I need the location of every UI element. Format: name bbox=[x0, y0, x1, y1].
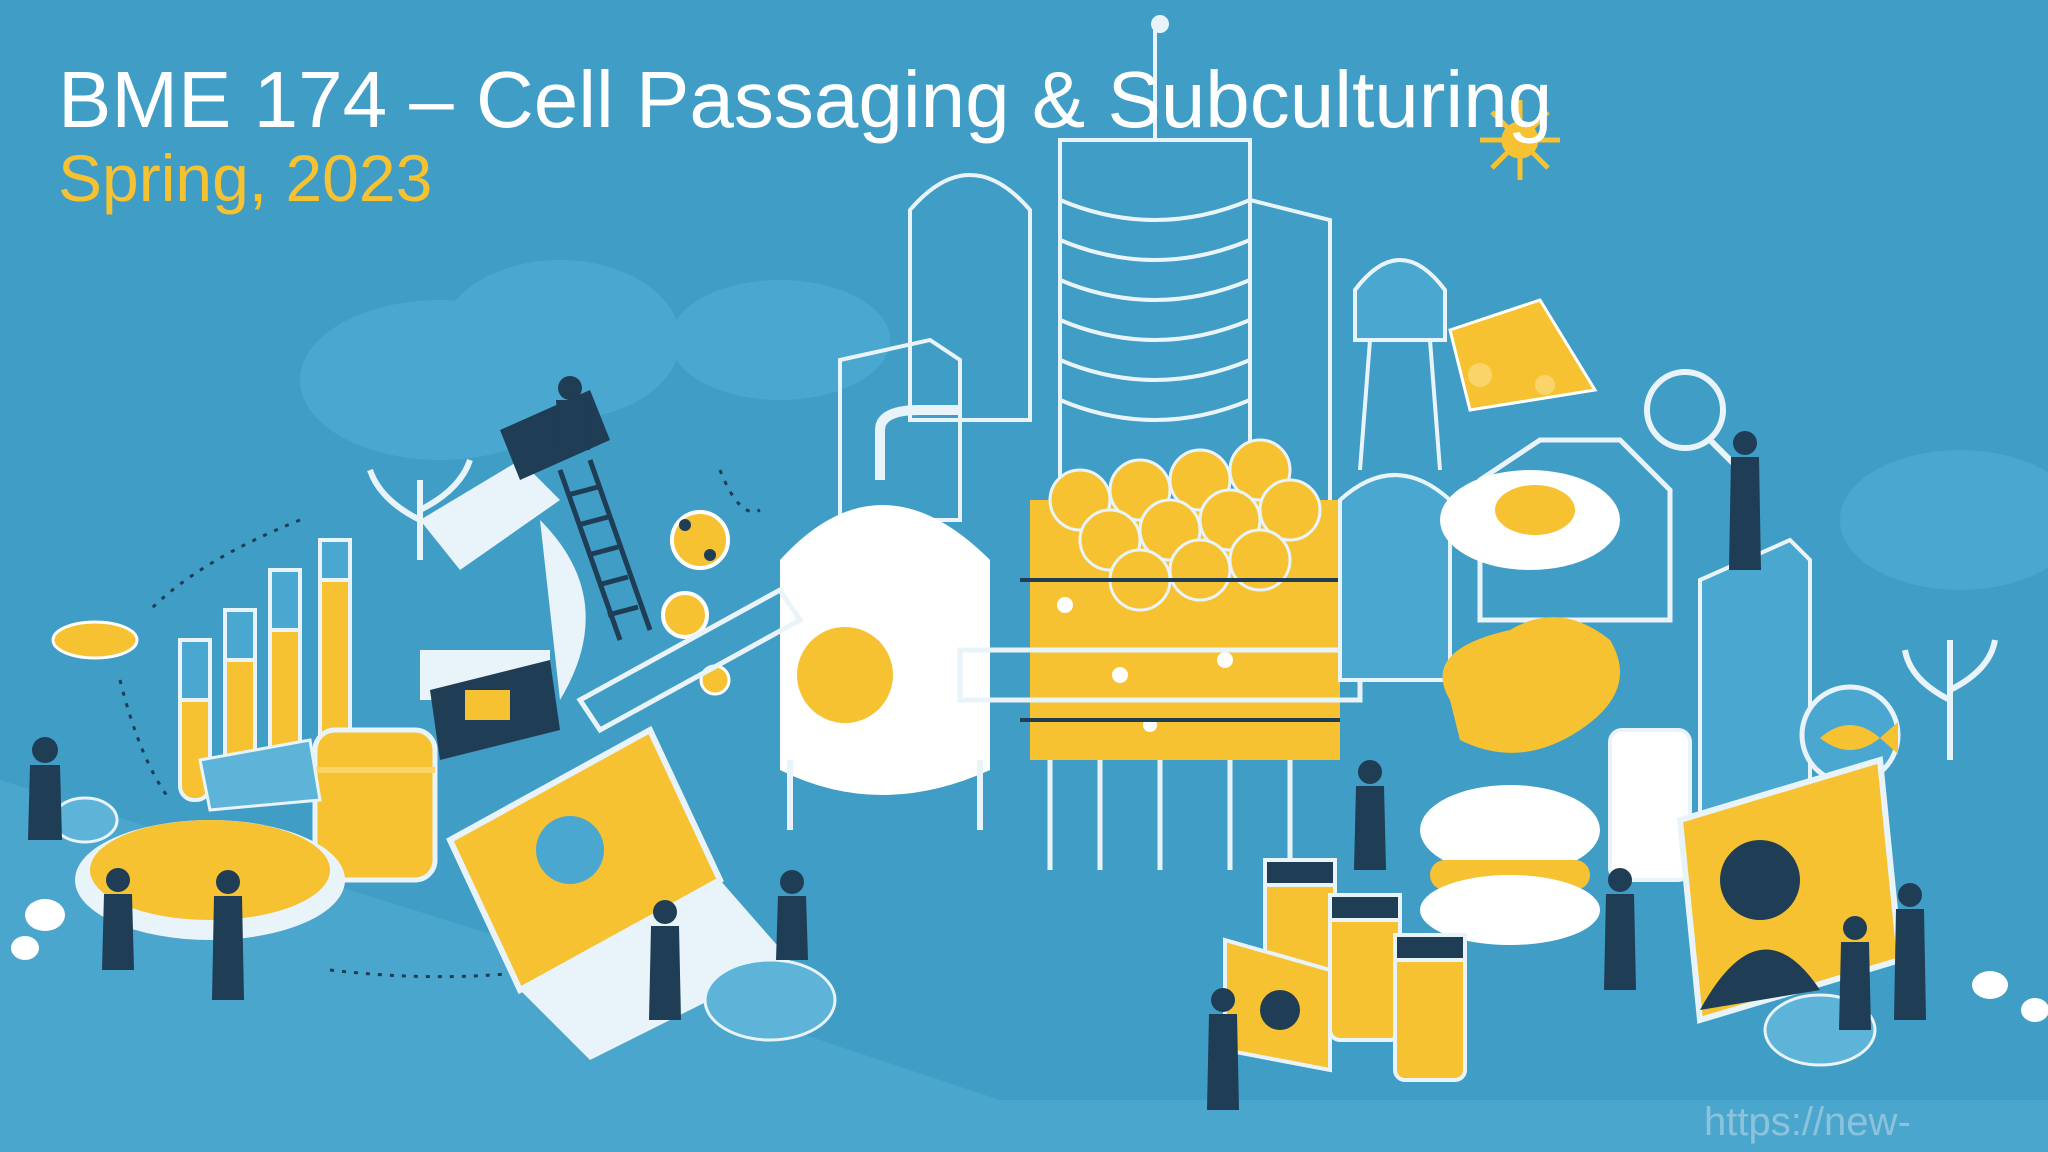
tree-icon bbox=[367, 458, 1998, 760]
water-tower-icon bbox=[1353, 258, 1447, 471]
fried-egg-icon bbox=[1440, 470, 1620, 570]
bioreactor-tank-icon bbox=[780, 405, 990, 830]
sheep-icon bbox=[703, 958, 837, 1042]
cheese-icon bbox=[1448, 298, 1598, 412]
barn-icon bbox=[1477, 437, 1673, 623]
silo-icon bbox=[1338, 473, 1452, 682]
ladder-icon bbox=[557, 459, 653, 641]
conveyor-icon bbox=[576, 586, 804, 734]
video-call-screen-icon bbox=[1223, 937, 1332, 1073]
beaker-icon bbox=[312, 727, 438, 883]
jars-icon bbox=[1263, 858, 1467, 1082]
silo-icon bbox=[838, 173, 1032, 522]
magnifier-icon bbox=[1644, 369, 1743, 473]
cell-cluster-tanks-icon bbox=[957, 438, 1363, 870]
milk-glass-icon bbox=[1608, 728, 1692, 882]
slide-subtitle: Spring, 2023 bbox=[58, 141, 433, 215]
steak-icon bbox=[1442, 617, 1620, 753]
background-clouds bbox=[300, 260, 2048, 590]
ground-platform bbox=[0, 780, 2048, 1152]
burger-icon bbox=[1420, 785, 1600, 945]
process-arrow bbox=[118, 469, 761, 979]
sun-icon bbox=[1480, 100, 1560, 180]
cow-icon bbox=[198, 738, 322, 812]
slide-title: BME 174 – Cell Passaging & Subculturing bbox=[58, 55, 1553, 144]
petri-dish-icon bbox=[75, 820, 345, 940]
people-figures bbox=[28, 376, 1926, 1110]
chicken-icon bbox=[11, 899, 2048, 1022]
source-url: https://new- bbox=[1704, 1100, 1911, 1144]
cell-cluster-icon bbox=[51, 510, 731, 696]
